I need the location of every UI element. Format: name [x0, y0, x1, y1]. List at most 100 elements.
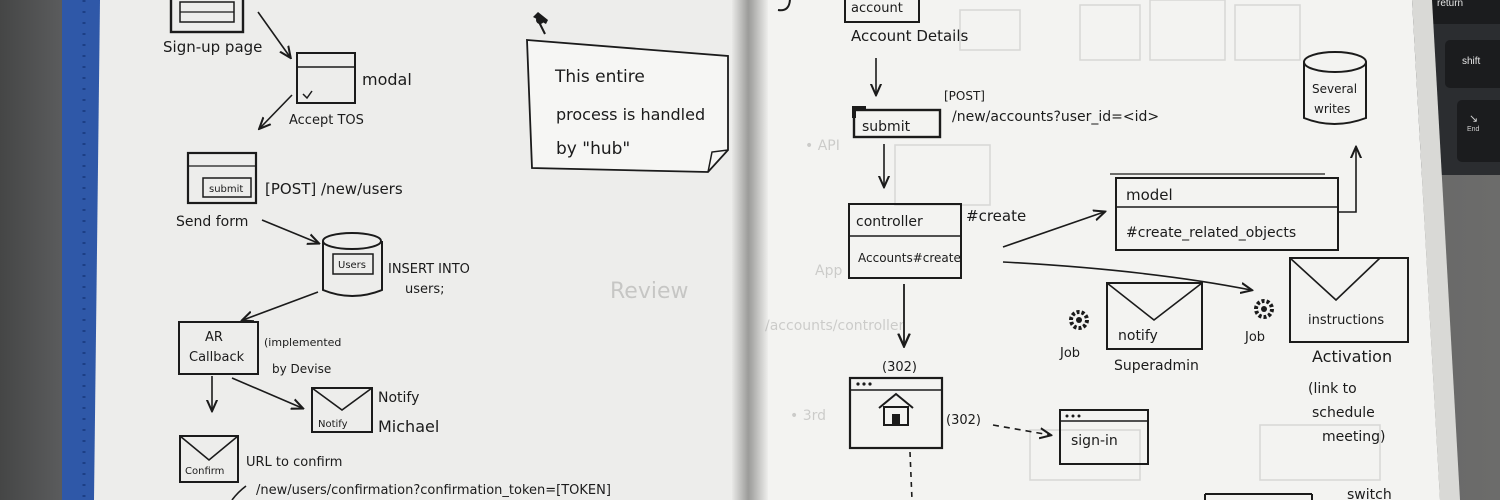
confirm-envelope-icon [179, 435, 239, 483]
users-table-label: users; [405, 282, 445, 297]
job-gear-icon [1254, 299, 1274, 319]
note-line-1: This entire [554, 67, 645, 87]
svg-text:/accounts/controller: /accounts/controller [765, 318, 905, 334]
arrow-home-down [909, 451, 913, 500]
end-key: ↘ End [1457, 100, 1500, 162]
account-label: account [851, 1, 903, 16]
note-line-3: by "hub" [556, 139, 630, 159]
browser-window-sign-in [1059, 409, 1149, 465]
notify-label: notify [1118, 328, 1158, 344]
redirect-code-b: (302) [946, 413, 981, 428]
ar-label: AR [205, 330, 223, 345]
signup-page-box [169, 0, 245, 34]
shift-key-label: shift [1462, 56, 1481, 67]
page-edge [1412, 0, 1460, 500]
notify-envelope-label: Notify [318, 419, 348, 430]
return-key-label: return [1437, 0, 1464, 9]
link-to-label: (link to [1308, 381, 1357, 397]
confirm-envelope-label: Confirm [185, 466, 224, 477]
controller-label: controller [856, 214, 923, 230]
step-circle-icon [777, 0, 791, 12]
ghost-sketches [894, 0, 1381, 481]
end-key-label: End [1467, 126, 1480, 133]
notify-envelope-icon [311, 387, 373, 433]
svg-text:• API: • API [805, 138, 840, 154]
arrow-signup-to-modal [257, 11, 290, 57]
activation-label: Activation [1312, 347, 1392, 366]
notify-envelope-icon [1106, 282, 1203, 350]
michael-label: Michael [378, 417, 439, 436]
create-tag-label: #create [966, 207, 1026, 225]
writes-label: writes [1314, 102, 1350, 116]
post-accounts-label: /new/accounts?user_id=<id> [952, 109, 1159, 125]
sticky-note [526, 39, 729, 173]
arrow-callback-to-notify [231, 377, 302, 408]
page-gutter [732, 0, 768, 500]
send-form-label: Send form [176, 214, 248, 230]
several-writes-database-icon [1303, 51, 1367, 125]
arrow-modal-to-form [260, 94, 293, 128]
users-database-icon [322, 232, 383, 297]
url-to-confirm-label: URL to confirm [246, 455, 342, 470]
controller-box [848, 203, 962, 279]
model-box [1110, 173, 1339, 251]
svg-text:Review: Review [610, 279, 689, 304]
devise-label: by Devise [272, 362, 331, 376]
instructions-label: instructions [1308, 313, 1384, 328]
home-icon [878, 392, 914, 426]
checkmark-icon [302, 90, 313, 100]
post-tag-label: [POST] [944, 89, 985, 103]
arrow-confirm-url [231, 485, 247, 500]
job-gear-icon [1069, 310, 1089, 330]
arrow-db-to-callback [243, 291, 319, 320]
accept-tos-label: Accept TOS [289, 113, 364, 128]
arrow-model-to-writes [1338, 148, 1356, 213]
ghost-text: Review • API App • 3rd/accounts/controlle… [610, 138, 905, 424]
job-label-2: Job [1244, 330, 1265, 345]
sign-in-label: sign-in [1071, 433, 1118, 449]
submit-box [852, 108, 942, 139]
confirmation-url-label: /new/users/confirmation?confirmation_tok… [256, 483, 611, 498]
browser-window-home [848, 376, 944, 450]
model-label: model [1126, 186, 1173, 204]
switch-label: switch [1347, 487, 1392, 500]
post-new-users-label: [POST] /new/users [265, 180, 403, 198]
account-box [844, 0, 920, 23]
arrow-down-right-icon: ↘ [1469, 113, 1479, 125]
return-key: return [1425, 0, 1500, 24]
users-db-label: Users [338, 260, 366, 271]
shift-key: shift [1445, 40, 1500, 88]
instructions-envelope-icon [1289, 257, 1409, 343]
ar-callback-box [178, 321, 259, 375]
insert-into-label: INSERT INTO [388, 262, 470, 277]
schedule-label: schedule [1312, 405, 1375, 421]
meeting-label: meeting) [1322, 429, 1385, 445]
pushpin-icon [533, 12, 548, 35]
create-related-label: #create_related_objects [1126, 225, 1296, 241]
arrow-home-to-signin [992, 424, 1050, 435]
note-line-2: process is handled [556, 105, 705, 124]
send-form-box [186, 151, 258, 205]
several-label: Several [1312, 82, 1357, 96]
callback-label: Callback [189, 350, 245, 365]
notify-label: Notify [378, 390, 419, 406]
arrow-form-to-db [261, 219, 318, 243]
modal-box [296, 52, 356, 104]
submit-label: submit [862, 119, 911, 135]
superadmin-label: Superadmin [1114, 358, 1199, 374]
signup-page-label: Sign-up page [163, 38, 262, 56]
arrow-controller-to-jobs [1002, 261, 1251, 290]
modal-label: modal [362, 70, 412, 89]
implemented-label: (implemented [264, 336, 341, 349]
accounts-create-label: Accounts#create [858, 251, 961, 265]
switch-box [1204, 493, 1313, 500]
account-details-label: Account Details [851, 27, 969, 45]
job-label-1: Job [1059, 346, 1080, 361]
right-page [752, 0, 1440, 500]
arrow-controller-to-model [1002, 212, 1104, 248]
svg-text:• 3rd: • 3rd [790, 408, 826, 424]
svg-text:App: App [815, 263, 842, 279]
redirect-code-a: (302) [882, 360, 917, 375]
form-submit-label: submit [209, 184, 243, 195]
